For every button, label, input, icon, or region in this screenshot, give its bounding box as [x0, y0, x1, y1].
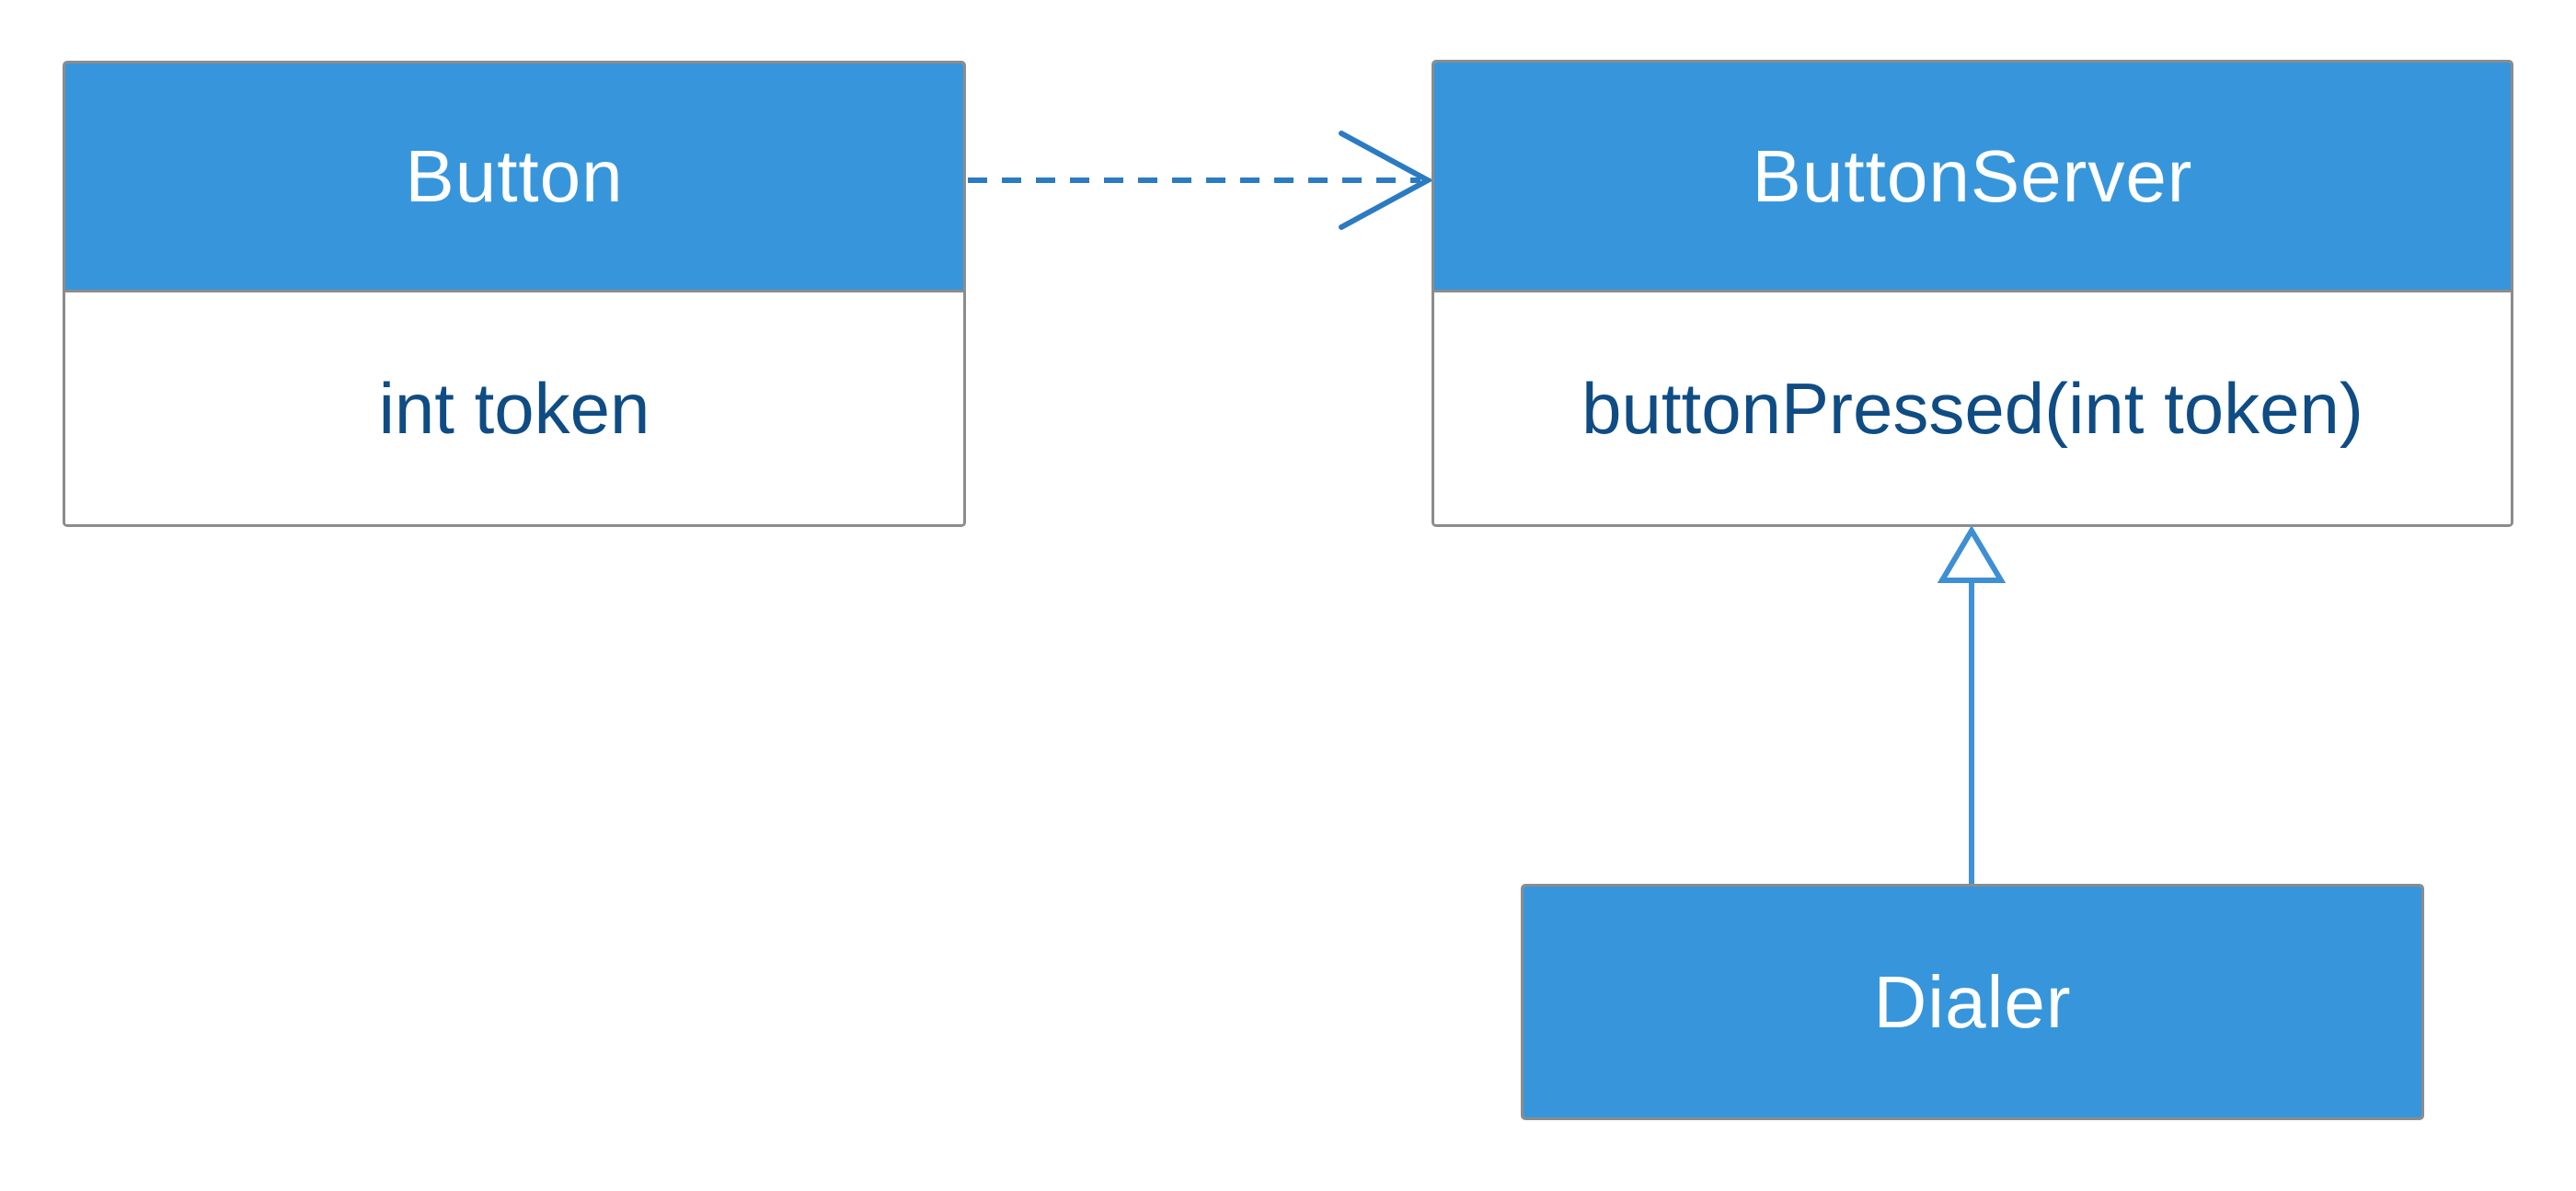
class-name-label: Button: [405, 135, 624, 217]
class-box-buttonserver[interactable]: ButtonServer buttonPressed(int token): [1432, 60, 2513, 527]
class-name-label: Dialer: [1873, 960, 2072, 1043]
class-box-dialer[interactable]: Dialer: [1521, 884, 2424, 1120]
dependency-connector[interactable]: [968, 131, 1434, 230]
class-header-buttonserver[interactable]: ButtonServer: [1434, 63, 2511, 292]
class-member-label: int token: [378, 367, 650, 449]
class-box-button[interactable]: Button int token: [63, 61, 966, 527]
hollow-triangle-arrowhead-icon: [1937, 525, 2007, 583]
class-header-dialer[interactable]: Dialer: [1524, 887, 2421, 1117]
realization-connector[interactable]: [1937, 525, 2007, 884]
open-arrowhead-icon: [1339, 131, 1434, 230]
class-member-label: buttonPressed(int token): [1581, 367, 2363, 449]
class-members-buttonserver[interactable]: buttonPressed(int token): [1434, 292, 2511, 524]
class-members-button[interactable]: int token: [65, 292, 963, 524]
class-name-label: ButtonServer: [1752, 134, 2193, 217]
class-header-button[interactable]: Button: [65, 63, 963, 292]
